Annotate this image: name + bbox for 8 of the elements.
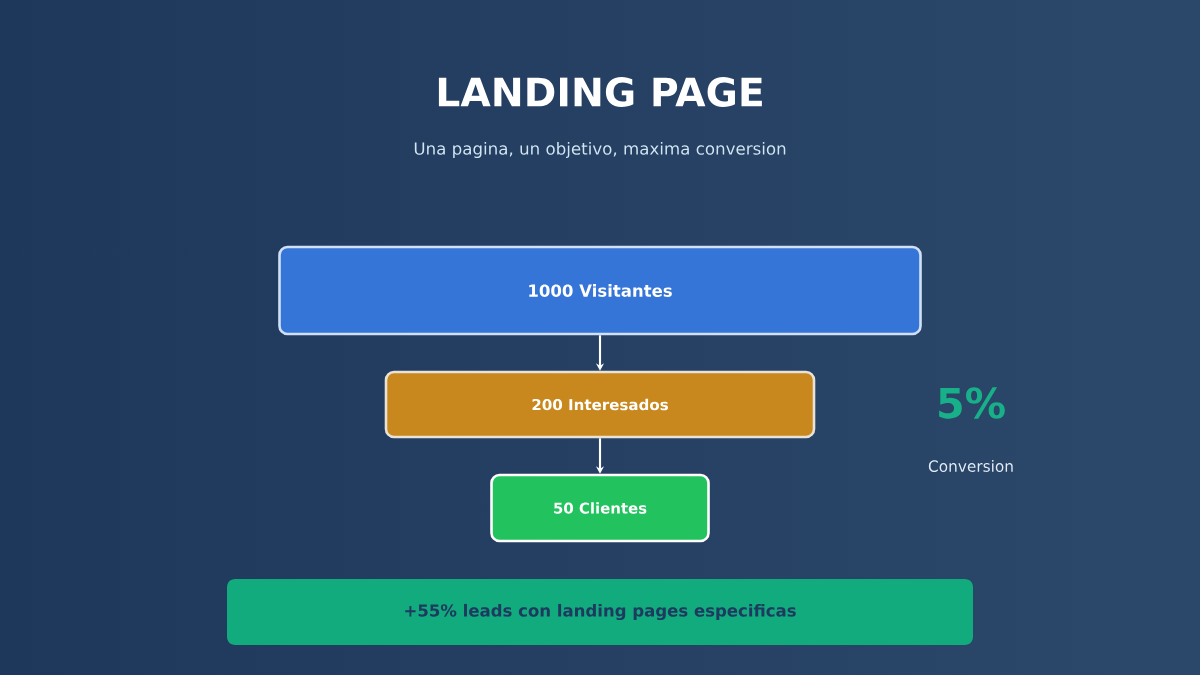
stage-box: 50 Clientes (490, 473, 710, 543)
title: LANDING PAGE (438, 77, 762, 107)
stat-label: Conversion (928, 460, 1013, 472)
stage-box: 200 Interesados (384, 370, 816, 439)
stage-box: 1000 Visitantes (278, 245, 922, 336)
subtitle: Una pagina, un objetivo, maxima conversion (414, 141, 786, 159)
highlight-banner: +55% leads con landing pages especificas (227, 579, 973, 645)
stat-value: 5% (939, 387, 1005, 419)
